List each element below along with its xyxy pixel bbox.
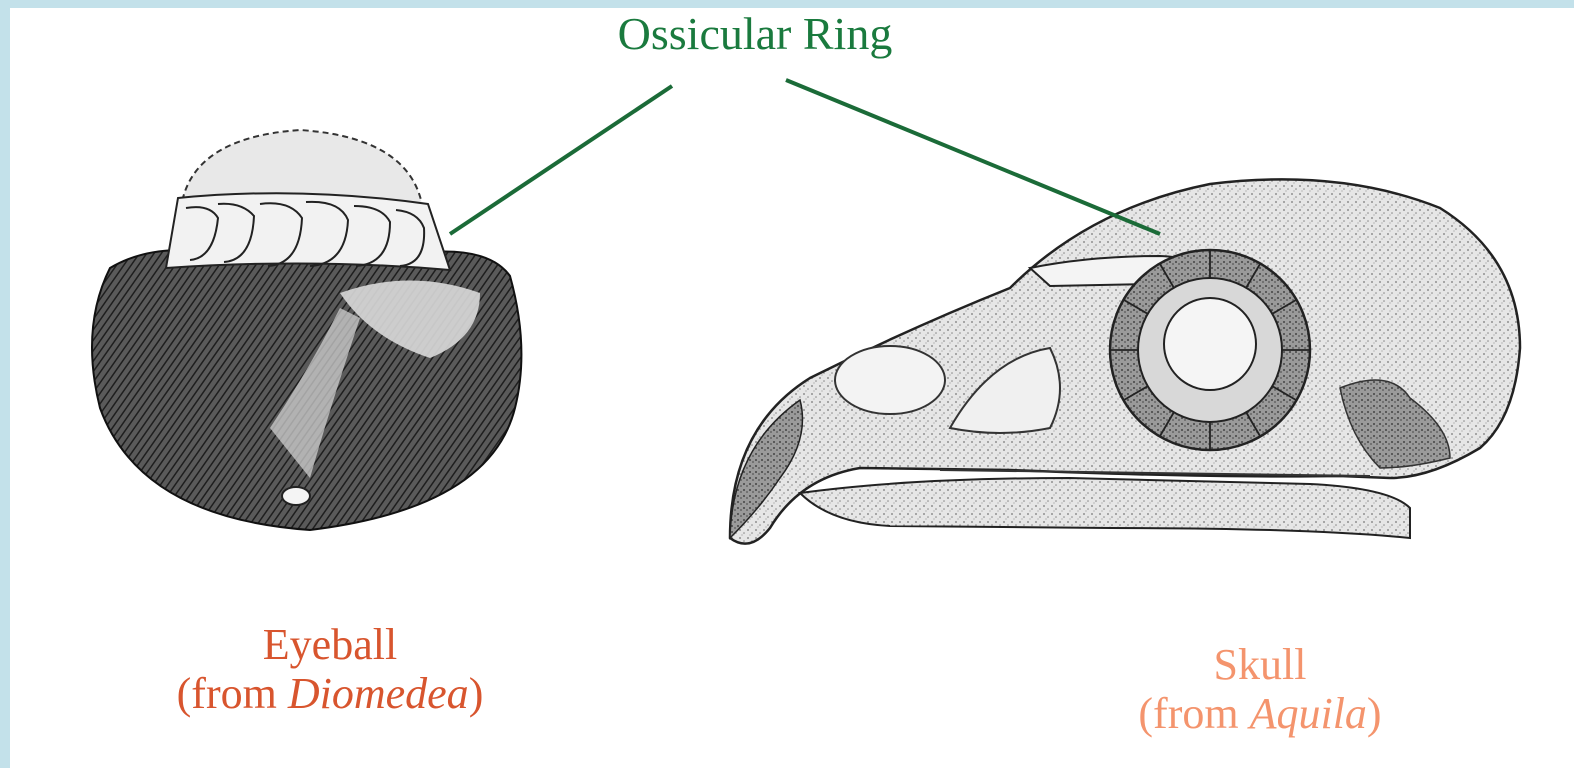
skull-caption-source: (from Aquila): [1050, 689, 1470, 738]
skull-caption-genus: Aquila: [1250, 689, 1367, 738]
eyeball-caption-source: (from Diomedea): [120, 669, 540, 718]
eyeball-optic-spot: [282, 487, 310, 505]
leader-line-eyeball: [450, 86, 672, 234]
leader-line-skull: [786, 80, 1160, 234]
skull-ossicular-ring: [1110, 250, 1310, 450]
eyeball-ossicle-band: [166, 193, 450, 270]
skull-caption-suffix: ): [1367, 689, 1382, 738]
eyeball-caption-prefix: (from: [177, 669, 288, 718]
skull-drawing: [730, 179, 1520, 543]
skull-caption-name: Skull: [1050, 640, 1470, 689]
eyeball-caption-suffix: ): [469, 669, 484, 718]
eyeball-caption-genus: Diomedea: [288, 669, 469, 718]
eyeball-caption: Eyeball (from Diomedea): [120, 620, 540, 719]
skull-nostril: [835, 346, 945, 414]
skull-jaw: [800, 478, 1410, 538]
eyeball-caption-name: Eyeball: [120, 620, 540, 669]
skull-caption-prefix: (from: [1138, 689, 1249, 738]
skull-caption: Skull (from Aquila): [1050, 640, 1470, 739]
diagram-canvas: Ossicular Ring Eyeball (from Diomedea) S…: [10, 8, 1574, 768]
ossicular-ring-label: Ossicular Ring: [555, 8, 955, 60]
eyeball-drawing: [92, 130, 521, 530]
